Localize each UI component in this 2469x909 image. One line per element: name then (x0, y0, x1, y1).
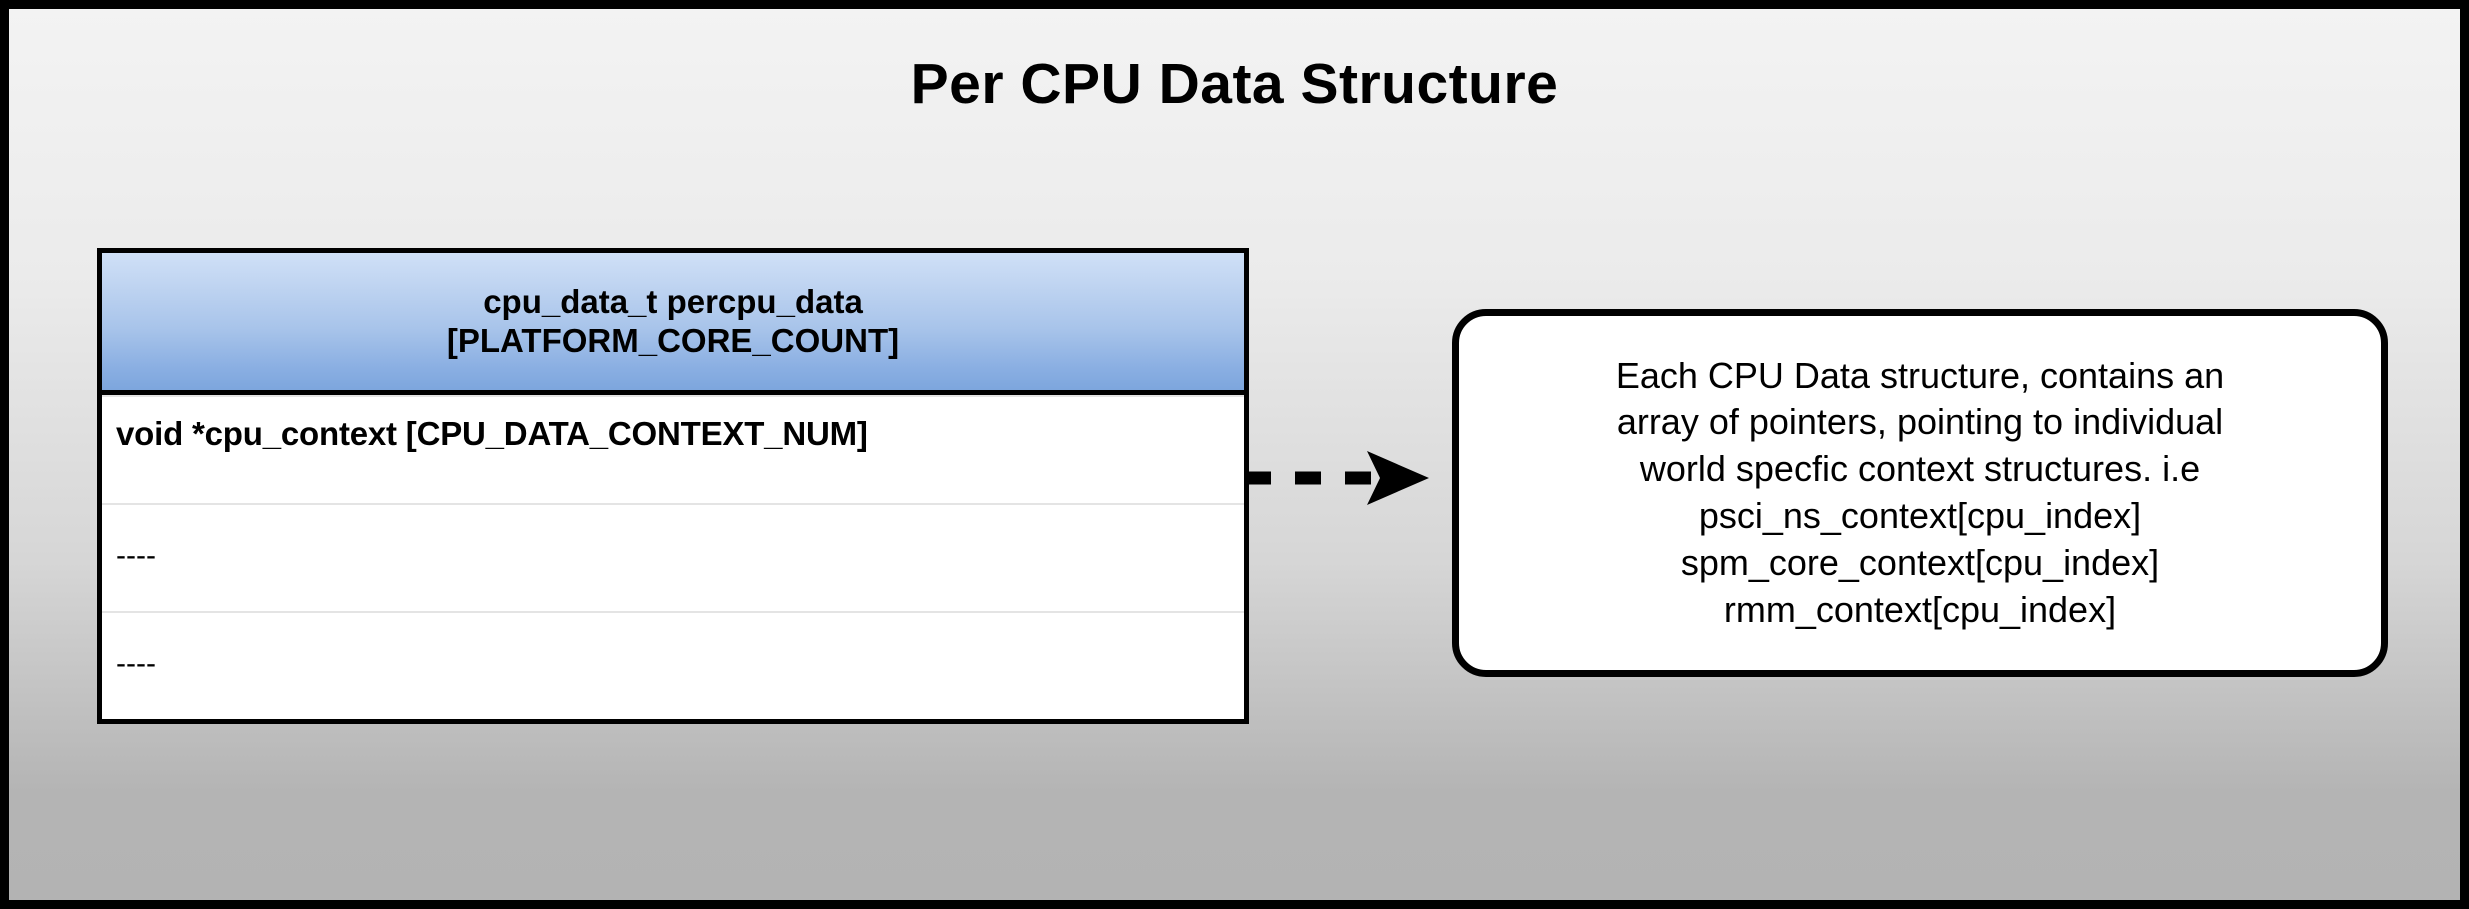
callout-line: world specfic context structures. i.e (1639, 448, 2201, 490)
struct-table-header: cpu_data_t percpu_data [PLATFORM_CORE_CO… (102, 253, 1244, 395)
callout-line: array of pointers, pointing to individua… (1616, 401, 2224, 443)
dashed-arrow-right-icon (1245, 451, 1429, 505)
struct-table-header-line1: cpu_data_t percpu_data (483, 282, 863, 320)
callout-line: Each CPU Data structure, contains an (1615, 354, 2225, 396)
table-row: void *cpu_context [CPU_DATA_CONTEXT_NUM] (102, 395, 1244, 503)
callout-note-text: Each CPU Data structure, contains an arr… (1602, 353, 2238, 634)
callout-line: rmm_context[cpu_index] (1723, 588, 2117, 630)
page-title: Per CPU Data Structure (910, 52, 1559, 116)
table-row: ---- (102, 503, 1244, 611)
table-row: ---- (102, 611, 1244, 719)
callout-line: spm_core_context[cpu_index] (1680, 541, 2160, 583)
callout-line: psci_ns_context[cpu_index] (1698, 495, 2142, 536)
callout-note: Each CPU Data structure, contains an arr… (1452, 309, 2388, 677)
struct-table: cpu_data_t percpu_data [PLATFORM_CORE_CO… (97, 248, 1249, 724)
struct-table-header-line2: [PLATFORM_CORE_COUNT] (446, 321, 900, 359)
